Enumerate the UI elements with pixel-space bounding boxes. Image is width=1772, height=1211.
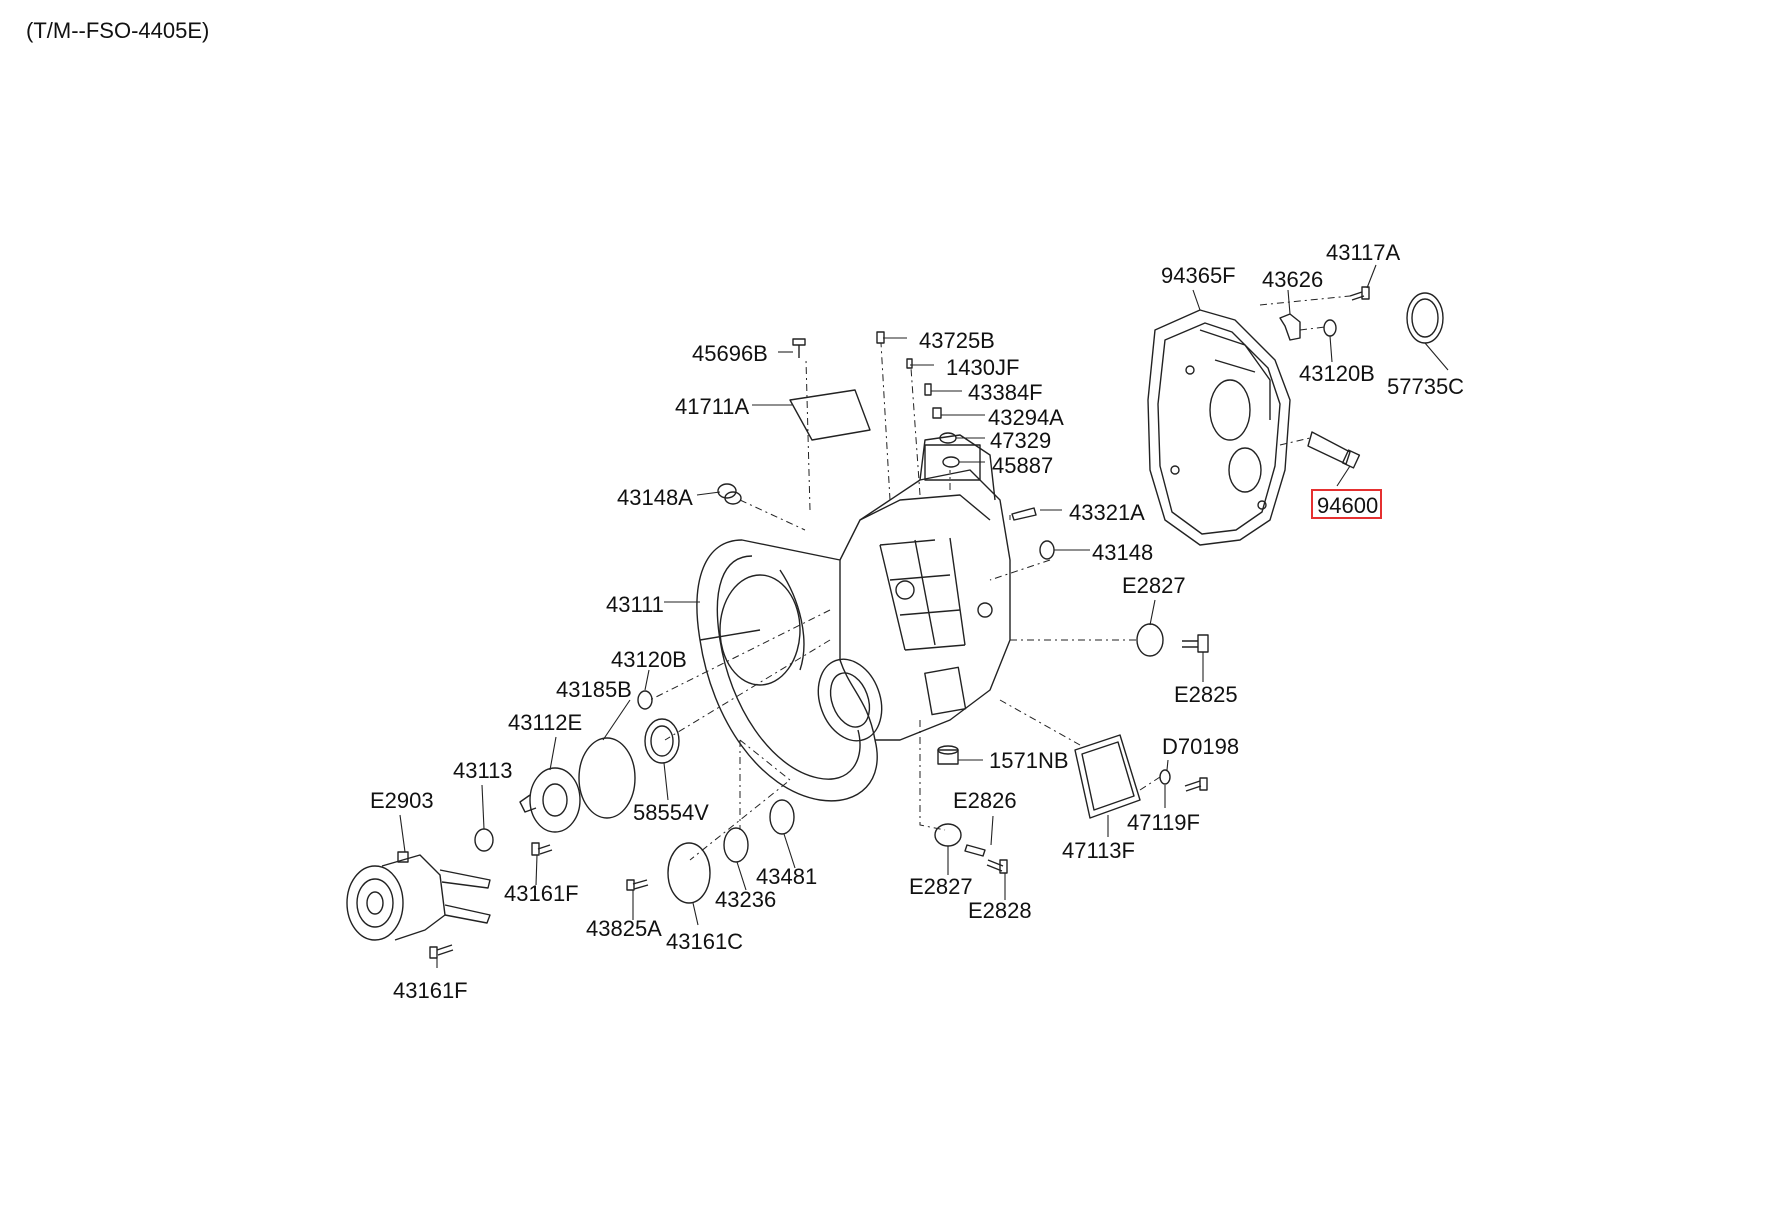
rear-cover-part [1147,309,1291,546]
label-47119F[interactable]: 47119F [1127,810,1200,835]
label-43294A[interactable]: 43294A [988,405,1064,430]
gasket-43185B-part [578,737,636,819]
label-43148A[interactable]: 43148A [617,485,693,510]
pin-E2826-part [964,844,986,857]
pin-43321A-part [1011,507,1037,521]
pin-43384F-part [924,383,932,396]
label-43148[interactable]: 43148 [1092,540,1153,565]
label-45887[interactable]: 45887 [992,453,1053,478]
label-58554V[interactable]: 58554V [633,800,709,825]
part-labels: 94365F 43626 43117A 43120B 57735C 94600 … [370,240,1464,1003]
label-94365F[interactable]: 94365F [1161,263,1236,288]
label-43321A[interactable]: 43321A [1069,500,1145,525]
plug-43148-part [1039,540,1055,560]
seal-57735C-part [1406,292,1444,344]
seal-43113-part [474,828,494,852]
cover-43161C-part [667,842,711,904]
plate-41711A-part [789,389,871,441]
ring-45887-part [942,456,960,468]
bush-E2827-top-part [1136,623,1164,657]
pin-43725B-part [876,331,885,344]
bolt-E2825-part [1182,634,1209,653]
label-E2826[interactable]: E2826 [953,788,1017,813]
seal-58554V-part [644,718,680,764]
label-43825A[interactable]: 43825A [586,916,662,941]
bolt-E2828-part [986,859,1008,874]
bolt-43161F-bottom-part [429,944,454,959]
plug-43294A-part [932,407,942,419]
label-43161F-mid[interactable]: 43161F [504,881,579,906]
label-E2827-bottom[interactable]: E2827 [909,874,973,899]
diagram-code: (T/M--FSO-4405E) [26,18,210,43]
label-43481[interactable]: 43481 [756,864,817,889]
bolt-D70198-part [1184,777,1208,792]
label-41711A[interactable]: 41711A [675,394,750,419]
plug-43148A-part [717,483,742,505]
label-45696B[interactable]: 45696B [692,341,768,366]
bolt-43117A-part [1349,286,1370,301]
bolt-43161F-mid-part [531,842,553,856]
bush-E2827-bottom-part [934,823,962,847]
plug-1571NB-part [937,745,959,765]
label-43236[interactable]: 43236 [715,887,776,912]
label-43384F[interactable]: 43384F [968,380,1043,405]
cover-47113F-part [1074,734,1141,819]
label-43112E[interactable]: 43112E [508,710,582,735]
label-43161C[interactable]: 43161C [666,929,743,954]
ring-43236-part [723,827,749,863]
plug-43120B-top-part [1323,319,1337,337]
retainer-43112E-part [519,767,581,833]
label-43725B[interactable]: 43725B [919,328,995,353]
alignment-lines [649,295,1351,861]
label-57735C[interactable]: 57735C [1387,374,1464,399]
label-E2825[interactable]: E2825 [1174,682,1238,707]
ring-43481-part [769,799,795,835]
pin-1430JF-part [906,358,913,369]
label-43111[interactable]: 43111 [606,592,664,617]
label-43113[interactable]: 43113 [453,758,513,783]
label-D70198[interactable]: D70198 [1162,734,1239,759]
bracket-43626-part [1279,313,1301,341]
label-43185B[interactable]: 43185B [556,677,632,702]
label-E2828[interactable]: E2828 [968,898,1032,923]
label-47113F[interactable]: 47113F [1062,838,1135,863]
label-43117A[interactable]: 43117A [1326,240,1401,265]
label-1571NB[interactable]: 1571NB [989,748,1069,773]
label-E2827-top[interactable]: E2827 [1122,573,1186,598]
release-bearing-E2903-part [346,851,491,941]
label-43161F-bottom[interactable]: 43161F [393,978,468,1003]
label-43120B-top[interactable]: 43120B [1299,361,1375,386]
label-43120B[interactable]: 43120B [611,647,687,672]
sensor-94600-part [1307,431,1361,469]
bolt-43825A-part [626,879,649,891]
label-1430JF[interactable]: 1430JF [946,355,1019,380]
ring-43120B-part [637,690,653,710]
label-43626[interactable]: 43626 [1262,267,1323,292]
leader-lines [399,264,1449,968]
highlight-box-94600 [1311,489,1382,519]
label-E2903[interactable]: E2903 [370,788,434,813]
label-94600[interactable]: 94600 [1317,493,1378,518]
washer-47119F-part [1159,769,1171,785]
label-47329[interactable]: 47329 [990,428,1051,453]
screw-45696B-part [792,338,806,358]
transmission-case-part [696,434,1011,802]
